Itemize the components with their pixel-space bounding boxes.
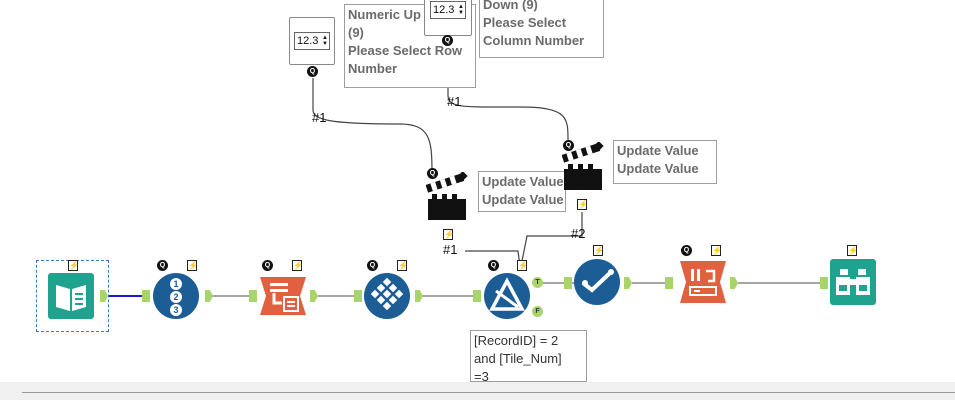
- multi-row-formula-icon[interactable]: [364, 273, 410, 319]
- question-badge-icon: Q: [427, 168, 438, 179]
- output-anchor[interactable]: [415, 290, 423, 302]
- question-badge-icon: Q: [157, 260, 168, 271]
- input-anchor[interactable]: [249, 290, 257, 302]
- question-badge-icon: Q: [442, 35, 453, 46]
- question-badge-icon: Q: [563, 140, 574, 151]
- record-id-digit: 3: [173, 305, 178, 315]
- filter-icon[interactable]: [484, 273, 530, 319]
- action-clapperboard-icon[interactable]: [562, 142, 606, 192]
- annotation-update-value-2: Update Value Update Value: [613, 140, 717, 184]
- text-to-columns-icon[interactable]: [260, 273, 306, 319]
- binoculars-icon[interactable]: [830, 259, 876, 305]
- numeric-up-down-1-value: 12.3: [297, 35, 319, 47]
- lightning-badge-icon: ⚡: [292, 260, 303, 271]
- record-id-digit: 1: [173, 279, 178, 289]
- lightning-badge-icon: ⚡: [593, 245, 604, 256]
- annotation-column-number: Down (9) Please Select Column Number: [479, 0, 604, 58]
- annotation-update-value-1: Update Value Update Value: [478, 171, 566, 212]
- numeric-up-down-2-input[interactable]: 12.3 ▲▼: [430, 1, 466, 19]
- question-badge-icon: Q: [262, 260, 273, 271]
- lightning-badge-icon: ⚡: [68, 260, 79, 271]
- output-anchor[interactable]: [205, 290, 213, 302]
- input-anchor[interactable]: [473, 290, 481, 302]
- connection-label: #1: [312, 110, 327, 125]
- lightning-badge-icon: ⚡: [187, 260, 198, 271]
- lightning-badge-icon: ⚡: [711, 245, 722, 256]
- check-icon[interactable]: [574, 259, 620, 305]
- input-anchor[interactable]: [564, 277, 572, 289]
- spin-arrows-icon[interactable]: ▲▼: [458, 4, 464, 16]
- lightning-badge-icon: ⚡: [443, 229, 454, 240]
- numeric-up-down-2[interactable]: 12.3 ▲▼: [424, 0, 472, 36]
- record-id-icon[interactable]: 1 2 3: [153, 273, 199, 319]
- true-anchor[interactable]: T: [532, 277, 543, 288]
- connection-label: #1: [447, 94, 462, 109]
- question-badge-icon: Q: [488, 260, 499, 271]
- spin-arrows-icon[interactable]: ▲▼: [322, 35, 328, 47]
- book-input-icon[interactable]: [48, 273, 94, 319]
- output-anchor[interactable]: [624, 277, 632, 289]
- input-anchor[interactable]: [142, 290, 150, 302]
- numeric-up-down-2-value: 12.3: [433, 4, 455, 16]
- connection-label: #1: [443, 242, 458, 257]
- lightning-badge-icon: ⚡: [517, 260, 528, 271]
- lightning-badge-icon: ⚡: [397, 260, 408, 271]
- output-anchor[interactable]: [730, 277, 738, 289]
- input-anchor[interactable]: [665, 277, 673, 289]
- output-anchor[interactable]: [310, 290, 318, 302]
- input-anchor[interactable]: [354, 290, 362, 302]
- record-id-digit: 2: [173, 292, 178, 302]
- action-clapperboard-icon[interactable]: [426, 172, 470, 222]
- annotation-filter-expression: [RecordID] = 2 and [Tile_Num] =3: [470, 330, 587, 382]
- connection-label: #2: [571, 226, 586, 241]
- false-anchor[interactable]: F: [532, 306, 543, 317]
- select-records-icon[interactable]: [680, 259, 726, 305]
- canvas-bottom-bar: [0, 382, 955, 400]
- input-anchor[interactable]: [820, 277, 828, 289]
- horizontal-scrollbar[interactable]: [22, 392, 955, 393]
- question-badge-icon: Q: [307, 66, 318, 77]
- lightning-badge-icon: ⚡: [847, 245, 858, 256]
- numeric-up-down-1[interactable]: 12.3 ▲▼: [289, 17, 335, 65]
- lightning-badge-icon: ⚡: [577, 199, 588, 210]
- question-badge-icon: Q: [681, 245, 692, 256]
- question-badge-icon: Q: [367, 260, 378, 271]
- output-anchor[interactable]: [100, 290, 108, 302]
- numeric-up-down-1-input[interactable]: 12.3 ▲▼: [294, 32, 330, 50]
